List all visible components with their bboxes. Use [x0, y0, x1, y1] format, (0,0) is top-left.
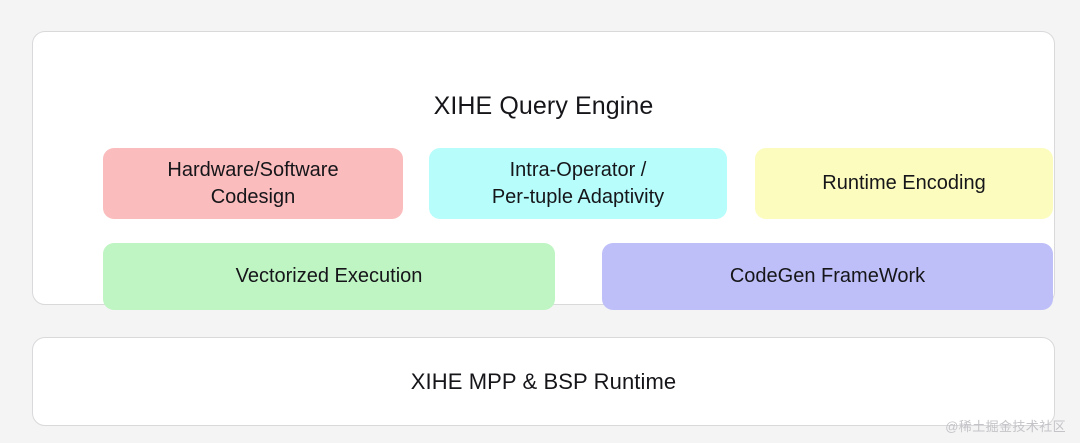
xihe-mpp-bsp-runtime-panel: XIHE MPP & BSP Runtime — [32, 337, 1055, 426]
block-label: Runtime Encoding — [822, 172, 986, 195]
watermark: @稀土掘金技术社区 — [945, 419, 1066, 434]
block-label: Intra-Operator / Per-tuple Adaptivity — [491, 159, 665, 208]
runtime-panel-title: XIHE MPP & BSP Runtime — [410, 368, 677, 394]
page-title: XIHE Query Engine — [433, 92, 654, 120]
block-intra-operator-per-tuple-adaptivity: Intra-Operator / Per-tuple Adaptivity — [429, 148, 727, 219]
xihe-query-engine-panel: XIHE Query Engine Hardware/Software Code… — [32, 31, 1055, 310]
block-label: Hardware/Software Codesign — [167, 159, 339, 208]
block-runtime-encoding: Runtime Encoding — [755, 148, 1053, 219]
block-label: Vectorized Execution — [235, 265, 423, 288]
block-label: CodeGen FrameWork — [729, 265, 926, 288]
block-codegen-framework: CodeGen FrameWork — [602, 243, 1053, 310]
block-hardware-software-codesign: Hardware/Software Codesign — [103, 148, 403, 219]
block-vectorized-execution: Vectorized Execution — [103, 243, 555, 310]
